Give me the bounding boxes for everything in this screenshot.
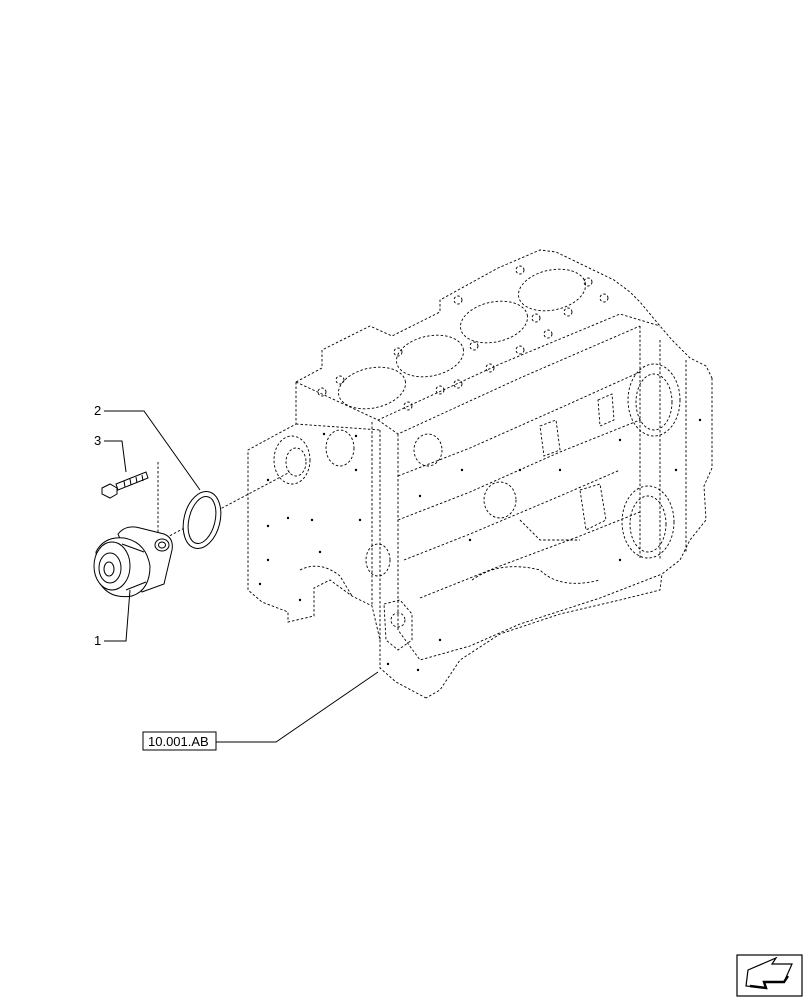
callout-2: 2 xyxy=(94,403,101,418)
leader-line-2 xyxy=(104,410,201,491)
callout-3: 3 xyxy=(94,433,101,448)
leader-line-1 xyxy=(104,589,131,642)
bolt-part xyxy=(101,471,149,499)
block-dot-marks xyxy=(258,418,702,672)
leader-line-ref xyxy=(216,671,379,743)
callout-1: 1 xyxy=(94,633,101,648)
engine-block xyxy=(247,249,713,699)
assembly-axis-line xyxy=(157,471,291,543)
next-page-arrow-icon[interactable] xyxy=(736,954,803,997)
reference-box[interactable] xyxy=(142,731,217,751)
reference-link[interactable]: 10.001.AB xyxy=(142,731,217,751)
leader-line-3 xyxy=(104,440,127,473)
o-ring-part xyxy=(182,491,222,549)
pump-housing-part xyxy=(93,526,173,598)
reference-label[interactable]: 10.001.AB xyxy=(148,734,209,749)
deck-bolt-holes xyxy=(317,265,609,411)
